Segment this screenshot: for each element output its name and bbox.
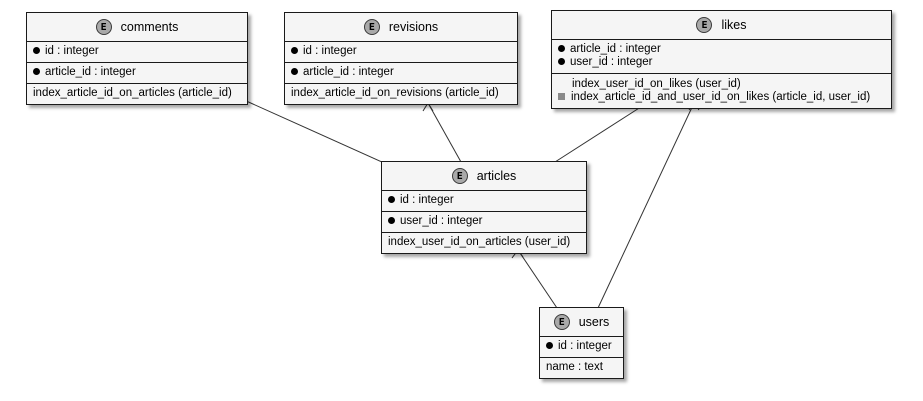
key-fields: article_id : integer user_id : integer <box>552 40 891 74</box>
key-field: article_id : integer <box>27 63 247 84</box>
key-dot-icon <box>558 45 565 52</box>
entity-name: revisions <box>388 20 439 34</box>
entity-header: E comments <box>27 13 247 42</box>
attribute-field: name : text <box>546 361 603 373</box>
index-field: index_user_id_on_articles (user_id) <box>388 236 571 248</box>
entity-badge-icon: E <box>363 19 380 35</box>
index-field: index_article_id_on_articles (article_id… <box>33 87 232 99</box>
entity-badge-icon: E <box>451 168 468 184</box>
entity-header: E users <box>540 308 623 337</box>
entity-articles: E articles id : integer user_id : intege… <box>381 161 587 254</box>
entity-name: articles <box>476 169 517 183</box>
unique-index-icon <box>558 93 565 100</box>
key-field: id : integer <box>540 337 623 358</box>
key-field: article_id : integer <box>285 63 517 84</box>
key-dot-icon <box>33 47 40 54</box>
index-field: index_article_id_on_revisions (article_i… <box>291 87 499 99</box>
key-field: user_id : integer <box>552 56 891 69</box>
entity-name: likes <box>721 18 747 32</box>
entity-name: comments <box>120 20 179 34</box>
entity-header: E likes <box>552 11 891 40</box>
relation-revisions-articles <box>427 102 462 163</box>
relation-comments-articles <box>243 99 383 163</box>
key-dot-icon <box>291 47 298 54</box>
index-field: index_user_id_on_likes (user_id) <box>572 78 741 90</box>
key-field: user_id : integer <box>382 212 586 233</box>
relation-likes-articles <box>554 102 648 163</box>
entity-badge-icon: E <box>95 19 112 35</box>
entity-revisions: E revisions id : integer article_id : in… <box>284 12 518 105</box>
entity-name: users <box>578 315 610 329</box>
key-dot-icon <box>546 342 553 349</box>
key-dot-icon <box>558 58 565 65</box>
index-field: index_article_id_and_user_id_on_likes (a… <box>552 91 891 104</box>
key-field: id : integer <box>382 191 586 212</box>
entity-header: E articles <box>382 162 586 191</box>
entity-badge-icon: E <box>553 314 570 330</box>
entity-comments: E comments id : integer article_id : int… <box>26 12 248 105</box>
relation-articles-users <box>517 249 558 309</box>
key-field: id : integer <box>285 42 517 63</box>
relation-likes-users <box>597 102 695 309</box>
entity-users: E users id : integer name : text <box>539 307 624 379</box>
key-dot-icon <box>33 68 40 75</box>
key-field: article_id : integer <box>552 43 891 56</box>
entity-badge-icon: E <box>696 17 713 33</box>
key-dot-icon <box>388 196 395 203</box>
key-field: id : integer <box>27 42 247 63</box>
entity-likes: E likes article_id : integer user_id : i… <box>551 10 892 109</box>
entity-header: E revisions <box>285 13 517 42</box>
index-fields: index_user_id_on_likes (user_id) index_a… <box>552 74 891 108</box>
key-dot-icon <box>388 217 395 224</box>
key-dot-icon <box>291 68 298 75</box>
